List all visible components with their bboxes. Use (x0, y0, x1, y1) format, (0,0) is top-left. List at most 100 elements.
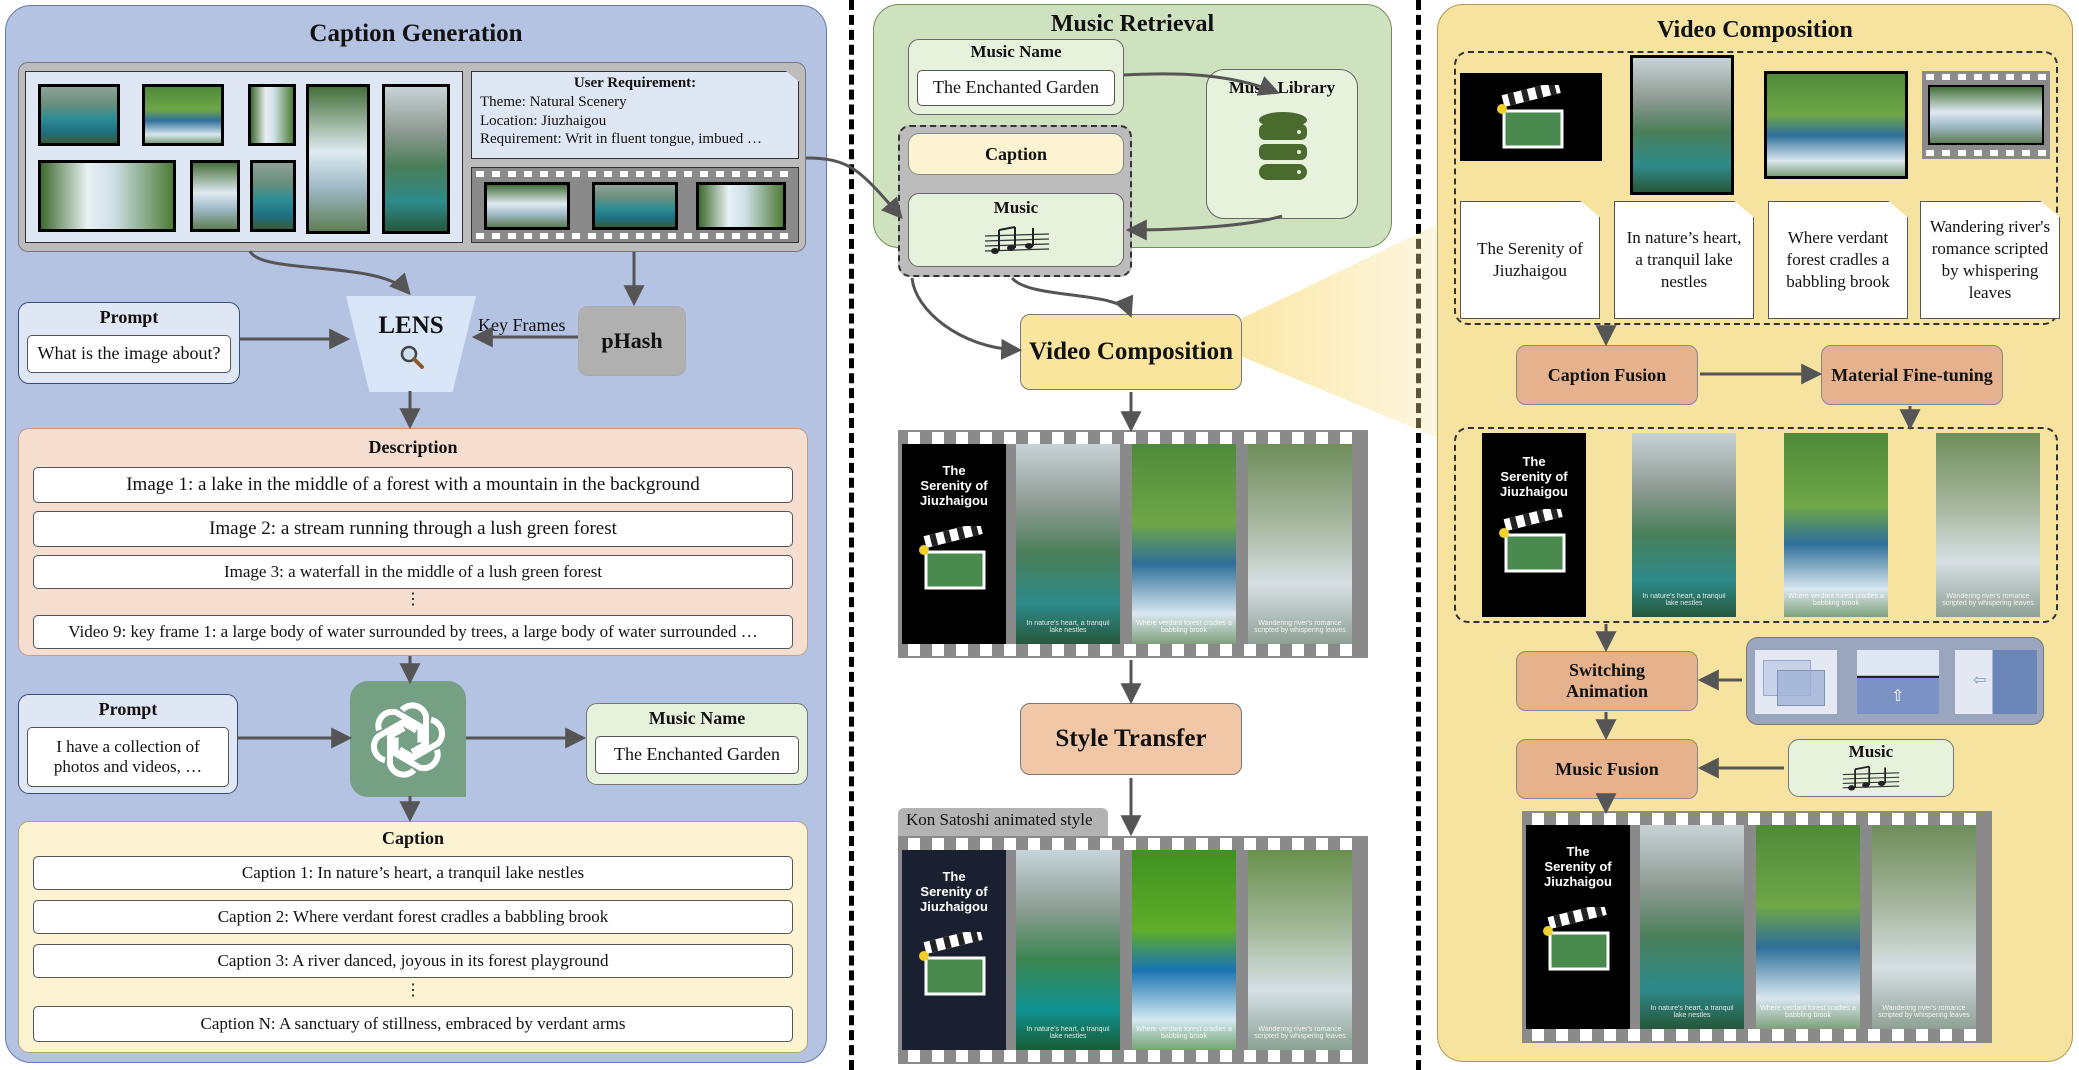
material-finetuning-label: Material Fine-tuning (1831, 364, 1993, 385)
music-retrieval-panel: Music Retrieval Music Name The Enchanted… (873, 4, 1392, 277)
subtitle: In nature's heart, a tranquil lake nestl… (1642, 593, 1726, 607)
video-frame: Wandering river's romance scripted by wh… (1872, 825, 1976, 1029)
input-collection: User Requirement: Theme: Natural Scenery… (18, 62, 806, 252)
image-collection (25, 71, 463, 243)
material-video (1922, 71, 2050, 159)
user-requirement-line: Theme: Natural Scenery (480, 93, 627, 110)
video-title: The Serenity of Jiuzhaigou (920, 463, 988, 508)
caption-item: Caption 1: In nature’s heart, a tranquil… (33, 856, 793, 890)
video-collection (471, 167, 799, 243)
subtitle: Where verdant forest cradles a babbling … (1136, 620, 1232, 634)
film-strip-styled: The Serenity of Jiuzhaigou In nature's h… (898, 836, 1368, 1064)
divider-left (849, 0, 854, 1070)
subtitle: In nature's heart, a tranquil lake nestl… (1650, 1005, 1734, 1019)
photo (38, 160, 176, 232)
description-item: Image 2: a stream running through a lush… (33, 511, 793, 547)
phash-block: pHash (578, 306, 686, 376)
user-requirement-line: Location: Jiuzhaigou (480, 112, 607, 129)
video-frame: The Serenity of Jiuzhaigou (902, 444, 1006, 644)
title-card-thumb (1460, 73, 1602, 161)
video-thumbnail (592, 182, 678, 230)
music-label: Music (993, 198, 1039, 217)
transition-push-up-icon: ⇧ (1857, 650, 1939, 714)
caption-card: The Serenity of Jiuzhaigou (1460, 201, 1600, 319)
video-frame: In nature's heart, a tranquil lake nestl… (1016, 444, 1120, 644)
description-item: Image 1: a lake in the middle of a fores… (33, 467, 793, 503)
finetuned-frame: The Serenity of Jiuzhaigou (1482, 433, 1586, 617)
prompt-text: I have a collection of photos and videos… (27, 727, 229, 787)
caption-title: Caption (381, 828, 444, 848)
material-photo (1764, 71, 1908, 179)
music-name-title: Music Name (648, 708, 746, 728)
photo (142, 84, 224, 146)
music-fusion-block: Music Fusion (1516, 739, 1698, 799)
video-frame: The Serenity of Jiuzhaigou (1526, 825, 1630, 1029)
zoom-wedge (1242, 224, 1438, 438)
final-film-strip: The Serenity of Jiuzhaigou In nature's h… (1522, 811, 1992, 1043)
transition-fade-icon (1755, 650, 1837, 714)
subtitle: Where verdant forest cradles a babbling … (1136, 1026, 1232, 1040)
video-frame: The Serenity of Jiuzhaigou (902, 850, 1006, 1050)
user-requirement-heading: User Requirement: (573, 75, 697, 91)
video-thumbnail (696, 182, 786, 230)
video-composition-panel: Video Composition The Serenity of Jiuzha… (1437, 4, 2073, 1062)
video-composition-block: Video Composition (1020, 314, 1242, 390)
clapperboard-icon (919, 526, 986, 590)
music-library-block: Music Library (1206, 69, 1358, 219)
subtitle: In nature's heart, a tranquil lake nestl… (1026, 620, 1110, 634)
video-frame: Wandering river's romance scripted by wh… (1248, 444, 1352, 644)
material-photo (1630, 55, 1734, 195)
prompt-title: Prompt (98, 699, 158, 719)
lens-block (346, 296, 476, 392)
subtitle: Wandering river's romance scripted by wh… (1254, 620, 1346, 634)
film-strip: The Serenity of Jiuzhaigou In nature's h… (898, 430, 1368, 658)
music-fusion-label: Music Fusion (1555, 758, 1659, 779)
divider-right (1416, 0, 1421, 1070)
photo (38, 84, 120, 146)
user-requirement-line: Requirement: Writ in fluent tongue, imbu… (480, 131, 762, 148)
switching-animation-block: Switching Animation (1516, 651, 1698, 711)
description-title: Description (368, 437, 458, 457)
phash-label: pHash (601, 328, 663, 353)
music-retrieval-title: Music Retrieval (1050, 11, 1215, 37)
subtitle: In nature's heart, a tranquil lake nestl… (1026, 1026, 1110, 1040)
video-title: The Serenity of Jiuzhaigou (920, 869, 988, 914)
material-finetuning-block: Material Fine-tuning (1821, 345, 2003, 405)
caption-box: Caption Caption 1: In nature’s heart, a … (18, 821, 808, 1053)
caption-generation-panel: Caption Generation User Requirement: The… (5, 5, 827, 1063)
style-transfer-block: Style Transfer (1020, 703, 1242, 775)
caption-label: Caption (984, 143, 1047, 164)
photo (382, 84, 450, 234)
music-notes-icon (1842, 765, 1900, 791)
clapperboard-icon (1499, 509, 1566, 573)
caption-item: Caption N: A sanctuary of stillness, emb… (33, 1006, 793, 1042)
arrow-up-icon: ⇧ (1891, 686, 1905, 705)
caption-fusion-block: Caption Fusion (1516, 345, 1698, 405)
caption-block: Caption (908, 133, 1124, 175)
photo (306, 84, 370, 234)
music-name-text: The Enchanted Garden (595, 736, 799, 774)
prompt-title: Prompt (99, 307, 159, 327)
music-block: Music (1788, 739, 1954, 797)
prompt-box: Prompt I have a collection of photos and… (18, 694, 238, 794)
video-frame: Where verdant forest cradles a babbling … (1756, 825, 1860, 1029)
finetuned-frame: Wandering river's romance scripted by wh… (1936, 433, 2040, 617)
music-notes-icon (985, 226, 1049, 254)
openai-logo-block (350, 681, 466, 797)
database-icon (1259, 112, 1307, 180)
ellipsis: ⋮ (405, 982, 421, 999)
photo (250, 160, 296, 232)
caption-item: Caption 3: A river danced, joyous in its… (33, 944, 793, 978)
music-name-title: Music Name (970, 42, 1062, 61)
transition-slide-left-icon: ⇦ (1955, 650, 2037, 714)
arrow-left-icon: ⇦ (1973, 670, 1987, 689)
subtitle: Wandering river's romance scripted by wh… (1878, 1005, 1970, 1019)
prompt-box: Prompt What is the image about? (18, 302, 240, 384)
caption-generation-title: Caption Generation (309, 20, 523, 47)
prompt-text: What is the image about? (27, 335, 231, 373)
style-label: Kon Satoshi animated style (898, 808, 1108, 836)
switching-animation-label: Switching Animation (1565, 660, 1648, 701)
video-frame: In nature's heart, a tranquil lake nestl… (1016, 850, 1120, 1050)
caption-card: Where verdant forest cradles a babbling … (1768, 201, 1908, 319)
subtitle: Wandering river's romance scripted by wh… (1942, 593, 2034, 607)
